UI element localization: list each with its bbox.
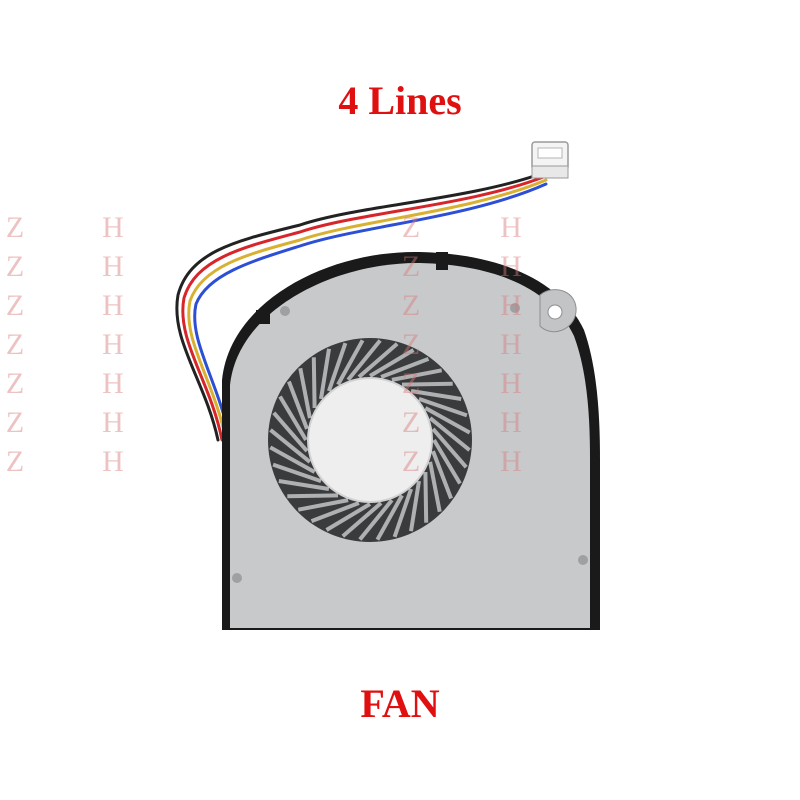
mounting-tab-left bbox=[256, 310, 270, 324]
fan-blade bbox=[287, 380, 309, 430]
fan-blade bbox=[319, 348, 331, 400]
fan-blade bbox=[428, 416, 471, 452]
screw-top-right bbox=[510, 303, 520, 313]
fan-blade bbox=[311, 357, 317, 409]
fan-blade bbox=[424, 406, 471, 435]
fan-blade bbox=[423, 471, 429, 523]
screw-bottom-right bbox=[578, 555, 588, 565]
fan-blade bbox=[431, 450, 453, 500]
fan-blade bbox=[310, 501, 360, 523]
fan-blade bbox=[272, 462, 322, 483]
fan-blade bbox=[431, 427, 468, 469]
fan-blades bbox=[269, 339, 471, 541]
lines-label: 4 Lines bbox=[338, 78, 462, 123]
fan-blade bbox=[278, 395, 308, 442]
fan-cable-bundle bbox=[175, 170, 548, 442]
fan-blade bbox=[336, 339, 365, 386]
fan-hub bbox=[307, 377, 433, 503]
fan-blade bbox=[287, 493, 339, 499]
fan-blade bbox=[392, 488, 413, 538]
fan-blade bbox=[375, 494, 404, 541]
fan-blade bbox=[409, 480, 421, 532]
mounting-tab-top bbox=[436, 252, 448, 270]
fan-blade bbox=[269, 445, 316, 474]
fan-blade bbox=[341, 501, 383, 538]
fan-blade bbox=[418, 397, 468, 418]
fan-blade bbox=[297, 498, 349, 512]
fan-blade bbox=[428, 461, 442, 513]
fan-blade bbox=[391, 368, 443, 382]
fan-label: FAN bbox=[360, 681, 440, 726]
fan-blade bbox=[346, 339, 382, 382]
fan-blade bbox=[401, 381, 453, 387]
fan-blade bbox=[278, 479, 330, 491]
fan-blade bbox=[269, 428, 312, 464]
fan-blade bbox=[298, 367, 312, 419]
fan-blade bbox=[327, 342, 348, 392]
fan-blade bbox=[272, 411, 309, 453]
screw-top-left bbox=[280, 306, 290, 316]
fan-blade bbox=[357, 342, 399, 379]
fan-blade bbox=[325, 502, 372, 532]
fan-blade bbox=[410, 389, 462, 401]
fan-blade bbox=[432, 438, 462, 485]
fan-connector bbox=[531, 141, 569, 179]
fan-blade bbox=[380, 357, 430, 379]
fan-blade bbox=[358, 498, 394, 541]
fan-blade bbox=[368, 348, 415, 378]
screw-bottom-left bbox=[232, 573, 242, 583]
